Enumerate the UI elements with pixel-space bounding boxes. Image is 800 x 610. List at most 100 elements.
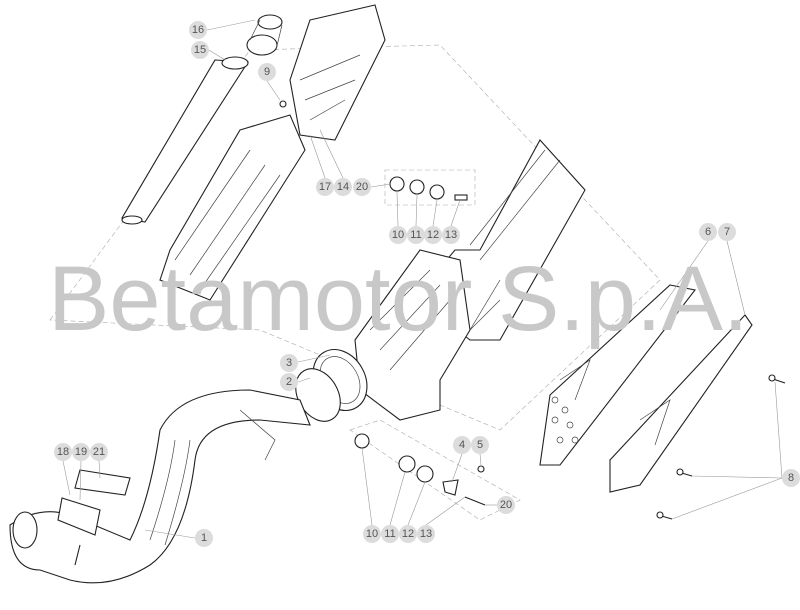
callout-17: 17 [316, 178, 334, 196]
stud [74, 544, 81, 566]
callout-number: 10 [366, 528, 378, 540]
hardware-outline-lower [349, 419, 521, 521]
callout-4: 4 [453, 436, 471, 454]
callout-badge [258, 63, 276, 81]
callout-20b: 20 [497, 496, 515, 514]
callout-18: 18 [54, 443, 72, 461]
header-pipe-1 [9, 389, 311, 584]
callout-5: 5 [471, 436, 489, 454]
callout-3: 3 [280, 354, 298, 372]
callout-number: 4 [459, 439, 465, 451]
callout-number: 20 [500, 499, 512, 511]
callout-11b: 11 [381, 525, 399, 543]
callout-number: 2 [286, 376, 292, 388]
callout-badge [353, 178, 371, 196]
grommet-11-lower [398, 455, 416, 473]
callout-10b: 10 [363, 525, 381, 543]
callout-number: 12 [402, 528, 414, 540]
callout-13b: 13 [417, 525, 435, 543]
callout-badge [417, 525, 435, 543]
callout-number: 15 [194, 44, 206, 56]
flange [57, 497, 101, 536]
end-cap-16 [246, 14, 283, 56]
screw-9 [279, 100, 287, 108]
callout-12a: 12 [424, 226, 442, 244]
screw-5 [477, 465, 485, 473]
shield-logo [559, 359, 591, 401]
callout-number: 5 [477, 439, 483, 451]
callout-20a: 20 [353, 178, 371, 196]
washer-12-lower [416, 465, 434, 483]
callout-10a: 10 [389, 226, 407, 244]
callout-16: 16 [189, 21, 207, 39]
callout-badge [280, 373, 298, 391]
gasket-21 [74, 469, 131, 496]
callout-15: 15 [191, 41, 209, 59]
callout-19: 19 [72, 443, 90, 461]
grommet-11-upper [409, 179, 425, 195]
callout-9: 9 [258, 63, 276, 81]
callout-8: 8 [782, 469, 800, 487]
callout-badge [72, 443, 90, 461]
callout-13a: 13 [442, 226, 460, 244]
callout-14: 14 [334, 178, 352, 196]
hardware-outline-upper [384, 169, 476, 206]
shield-holes [551, 396, 579, 444]
callout-number: 19 [75, 446, 87, 458]
callout-number: 1 [201, 532, 207, 544]
callout-number: 10 [392, 229, 404, 241]
callout-21: 21 [90, 443, 108, 461]
callout-number: 20 [356, 181, 368, 193]
callout-badge [471, 436, 489, 454]
callout-badge [189, 21, 207, 39]
callout-number: 13 [420, 528, 432, 540]
cover-ribs [299, 54, 361, 121]
callout-number: 8 [788, 472, 794, 484]
bolt-20-lower [464, 496, 486, 506]
callout-badge [381, 525, 399, 543]
callout-number: 7 [724, 226, 730, 238]
header-detail [149, 409, 276, 546]
callout-badge [195, 529, 213, 547]
callout-number: 6 [705, 226, 711, 238]
callout-badge [363, 525, 381, 543]
watermark: Betamotor S.p.A. [48, 248, 749, 350]
silencer-cover-top [289, 4, 386, 141]
washer-10-lower [354, 433, 370, 449]
tailpipe-15 [121, 56, 249, 225]
callout-badge [497, 496, 515, 514]
callout-number: 14 [337, 181, 349, 193]
silencer-body [312, 139, 586, 421]
callout-number: 11 [384, 528, 395, 540]
cover-ribs [174, 149, 281, 291]
callout-badge [399, 525, 417, 543]
callout-badge [718, 223, 736, 241]
washer-10-upper [389, 176, 405, 192]
callout-badge [316, 178, 334, 196]
callout-badge [699, 223, 717, 241]
callout-11a: 11 [407, 226, 425, 244]
callout-number: 12 [427, 229, 439, 241]
silencer-cover-bottom [159, 114, 306, 301]
callout-number: 21 [93, 446, 105, 458]
callout-number: 11 [410, 229, 421, 241]
callout-badge [90, 443, 108, 461]
callout-badge [782, 469, 800, 487]
callout-badge [453, 436, 471, 454]
callout-7: 7 [718, 223, 736, 241]
callout-number: 17 [319, 181, 331, 193]
heat-shield-7 [609, 314, 753, 493]
callout-2: 2 [280, 373, 298, 391]
bolt-13-upper [454, 194, 468, 201]
header-inlet [12, 511, 38, 549]
callout-badge [280, 354, 298, 372]
heat-shield-6 [539, 284, 696, 466]
shield-logo [639, 399, 671, 446]
callout-badge [424, 226, 442, 244]
callout-number: 9 [264, 66, 270, 78]
callout-12b: 12 [399, 525, 417, 543]
callout-badge [54, 443, 72, 461]
